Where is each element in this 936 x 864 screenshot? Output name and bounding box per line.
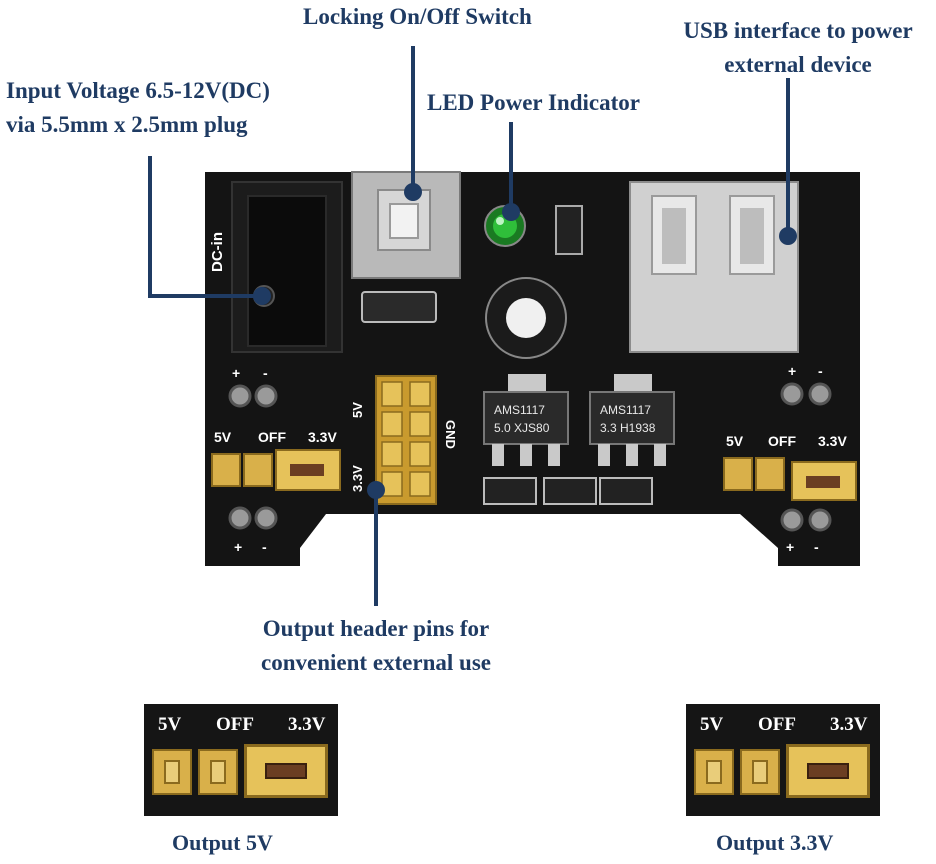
left-bottom-plus: + [234,539,242,555]
right-jumper-3v3: 3.3V [818,433,847,449]
inset1-pin-5v [152,749,192,795]
reg1-line2: 5.0 XJS80 [494,421,550,435]
smd-resistor [555,205,583,255]
right-bottom-minus: - [814,539,819,555]
input-voltage-label: Input Voltage 6.5-12V(DC) via 5.5mm x 2.… [6,78,270,137]
inset1-off-label: OFF [216,714,254,735]
inset2-5v-label: 5V [700,714,724,735]
inset2-jumper [786,744,870,798]
header-pins [375,375,437,505]
right-bottom-plus: + [786,539,794,555]
caption-output-3v3: Output 3.3V [716,830,834,855]
capacitor [485,277,567,359]
left-jumper-5v: 5V [214,429,232,445]
inset1-3v3-label: 3.3V [288,714,326,735]
inset-output-3v3: 5V OFF 3.3V [686,704,880,816]
caption-output-5v: Output 5V [172,830,273,855]
switch-label: Locking On/Off Switch [303,4,532,29]
dc-in-text: DC-in [209,232,226,272]
reg1-line1: AMS1117 [494,403,545,417]
left-bottom-minus: - [262,539,267,555]
inset1-pin-off [198,749,238,795]
led-label: LED Power Indicator [427,90,640,115]
dc-jack [231,181,343,353]
inset2-3v3-label: 3.3V [830,714,868,735]
regulator-3v3 [589,374,675,466]
left-top-minus: - [263,365,268,381]
header-5v-text: 5V [350,402,365,418]
header-pins-label: Output header pins for convenient extern… [261,616,491,675]
inset1-jumper [244,744,328,798]
usb-port [629,181,799,353]
inset-output-5v: 5V OFF 3.3V [144,704,338,816]
right-top-plus: + [788,363,796,379]
diode [361,291,437,323]
right-top-minus: - [818,363,823,379]
regulator-5v [483,374,569,466]
header-gnd-text: GND [443,420,458,449]
usb-label: USB interface to power external device [683,18,913,77]
right-jumper-5v: 5V [726,433,744,449]
left-jumper-off: OFF [258,429,286,445]
inset2-pin-off [740,749,780,795]
inset1-5v-label: 5V [158,714,182,735]
left-jumper-3v3: 3.3V [308,429,337,445]
reg2-line2: 3.3 H1938 [600,421,656,435]
left-top-plus: + [232,365,240,381]
right-jumper-off: OFF [768,433,796,449]
header-3v3-text: 3.3V [350,465,365,492]
inset2-off-label: OFF [758,714,796,735]
reg2-line1: AMS1117 [600,403,651,417]
inset2-pin-5v [694,749,734,795]
leader-input [148,156,262,298]
